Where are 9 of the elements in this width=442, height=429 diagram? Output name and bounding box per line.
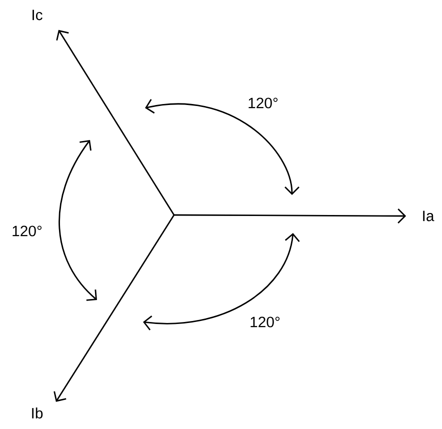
phasor-label: Ia — [423, 210, 434, 222]
phasor-arrow — [56, 30, 175, 216]
angle-label: 120° — [12, 226, 42, 236]
phasor-label: Ib — [32, 408, 43, 418]
angle-label: 120° — [250, 316, 280, 328]
phasor-arrow — [174, 208, 406, 224]
phasor-arrow — [54, 214, 175, 402]
angle-label: 120° — [248, 98, 278, 108]
phasor-label: Ic — [32, 10, 42, 20]
